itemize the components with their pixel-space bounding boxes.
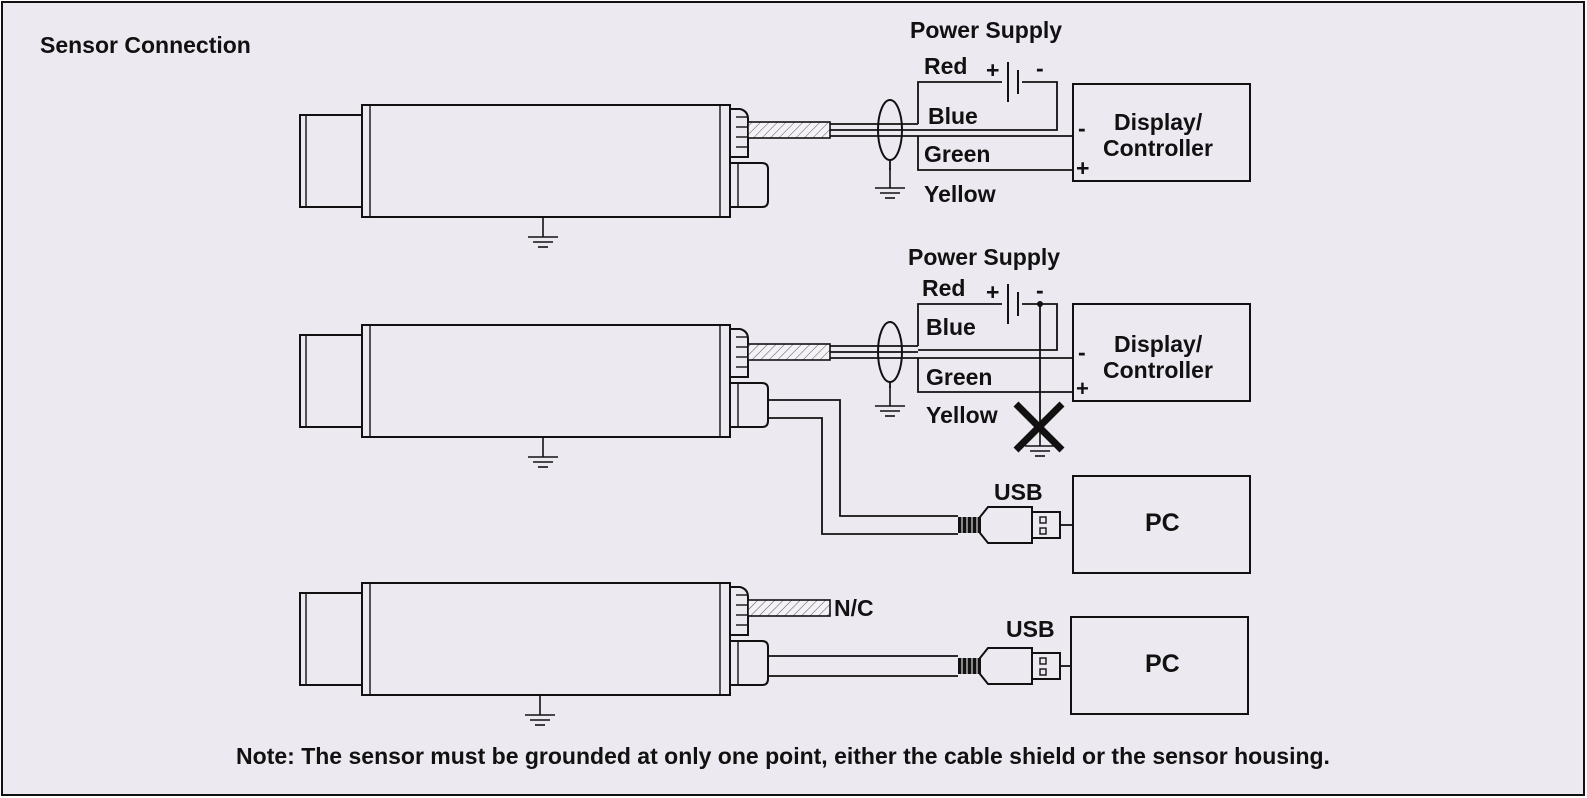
panel-3-usb-only: N/C USB PC (299, 582, 1249, 726)
sensor-1 (299, 104, 769, 218)
controller-minus-label: - (1078, 339, 1086, 365)
wire-blue-label: Blue (926, 314, 976, 340)
panel-2-analog-and-usb: Power Supply Red + - Blue Green Yellow D… (299, 244, 1251, 574)
wire-red-label: Red (922, 275, 965, 301)
controller-plus-label: + (1076, 155, 1089, 181)
usb-label: USB (1006, 616, 1055, 642)
wire-red-label: Red (924, 53, 967, 79)
controller-plus-label: + (1076, 376, 1089, 401)
wire-yellow-label: Yellow (926, 402, 998, 428)
battery-plus-label: + (986, 57, 999, 83)
display-controller-box (1072, 83, 1251, 182)
controller-label-line2: Controller (1103, 135, 1213, 161)
wire-blue-label: Blue (928, 103, 978, 129)
controller-label-line2: Controller (1103, 357, 1213, 383)
battery-minus-label: - (1036, 55, 1044, 81)
panel-1-analog-connection: Power Supply Red + - Blue Green Yellow D… (299, 17, 1251, 248)
display-controller-box (1072, 303, 1251, 402)
pc-label: PC (1145, 509, 1180, 537)
controller-label-line1: Display/ (1114, 109, 1203, 135)
do-not-connect-cross-icon (1013, 401, 1065, 453)
controller-minus-label: - (1078, 115, 1086, 141)
sensor-3 (299, 582, 769, 696)
sensor-2 (299, 324, 769, 438)
cable-1 (747, 121, 831, 139)
usb-label: USB (994, 479, 1043, 505)
wire-green-label: Green (926, 364, 992, 390)
wire-green-label: Green (924, 141, 990, 167)
pc-box (1072, 475, 1251, 574)
battery-minus-label: - (1036, 277, 1044, 303)
power-supply-label: Power Supply (910, 17, 1062, 43)
cable-2 (747, 343, 831, 361)
cable-3 (747, 599, 831, 617)
pc-box (1070, 616, 1249, 715)
battery-plus-label: + (986, 279, 999, 305)
diagram-title: Sensor Connection (40, 32, 251, 58)
not-connected-label: N/C (834, 595, 874, 621)
grounding-note: Note: The sensor must be grounded at onl… (236, 743, 1330, 769)
power-supply-label: Power Supply (908, 244, 1060, 270)
pc-label: PC (1145, 650, 1180, 678)
controller-label-line1: Display/ (1114, 331, 1203, 357)
wire-yellow-label: Yellow (924, 181, 996, 207)
